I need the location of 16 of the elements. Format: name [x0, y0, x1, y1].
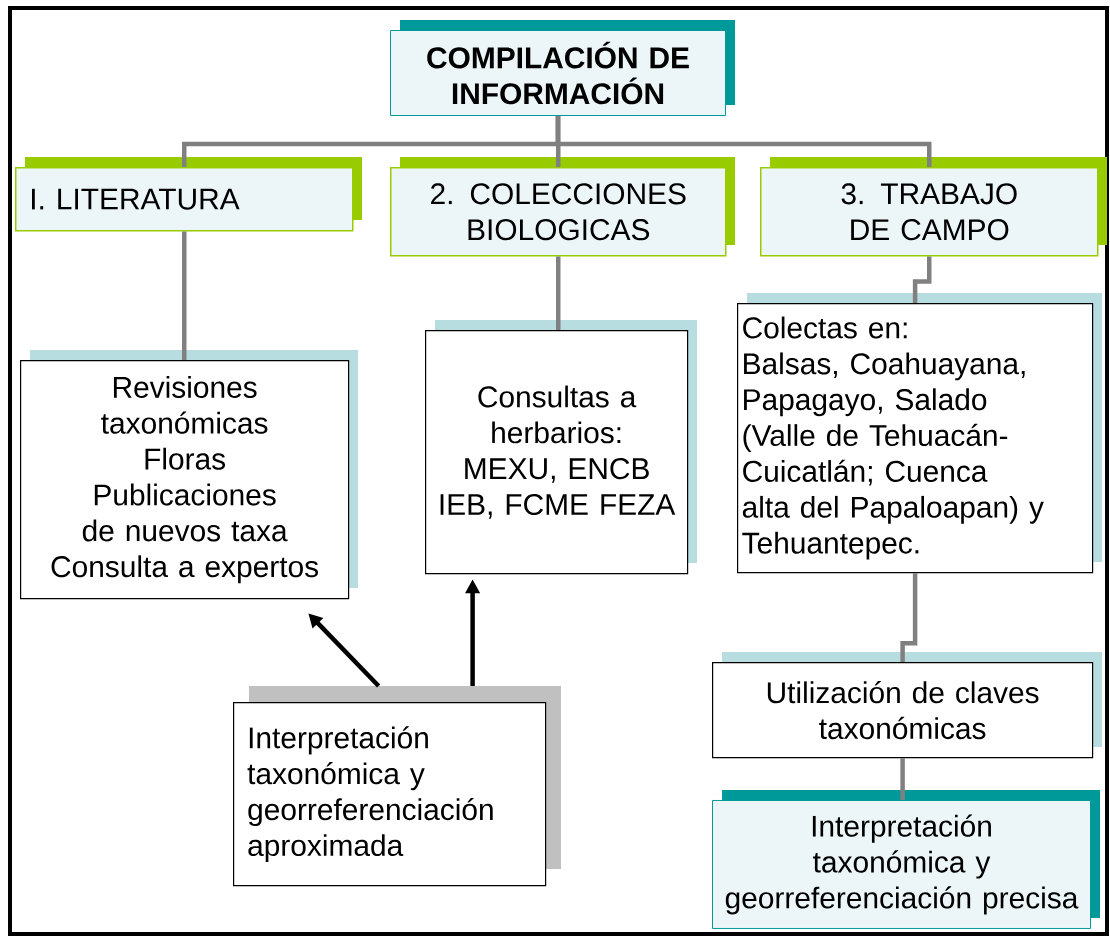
- connector-line: [900, 573, 918, 662]
- heading-box: COMPILACIÓN DE INFORMACIÓN: [390, 20, 735, 116]
- connector-line: [555, 116, 932, 167]
- process-box: Revisiones taxonómicas Floras Publicaciones de nuevos taxa Consulta a expertos: [20, 350, 358, 600]
- process-box: Interpretación taxonómica y georreferenciación aproximada: [233, 686, 561, 887]
- connector-line: [912, 256, 932, 303]
- process-box: Utilización de claves taxonómicas: [712, 652, 1102, 759]
- connector-line: [900, 758, 905, 800]
- connector-line: [556, 256, 561, 330]
- process-box: Interpretación taxonómica y georreferenciación precisa: [712, 790, 1100, 929]
- process-box: Colectas en: Balsas, Coahuayana, Papagayo, Salado (Valle de Tehuacán-Cuicatlán; Cuenca alta del Papaloapan) y Tehuantepec.: [737, 293, 1102, 574]
- category-box: I. LITERATURA: [15, 157, 362, 232]
- process-box: Consultas a herbarios: MEXU, ENCB IEB, FCME FEZA: [425, 320, 697, 575]
- category-box: 2. COLECCIONES BIOLOGICAS: [390, 157, 735, 257]
- category-box: 3. TRABAJO DE CAMPO: [760, 157, 1107, 257]
- connector-line: [182, 231, 187, 360]
